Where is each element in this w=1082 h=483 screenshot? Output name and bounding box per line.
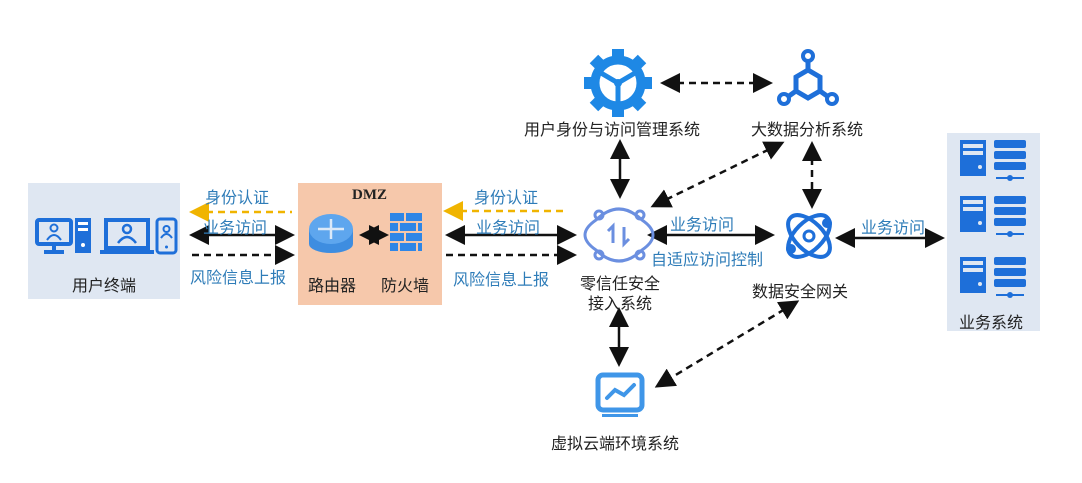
edge-label-zta-access: 业务访问 xyxy=(670,215,735,234)
phone-user-icon xyxy=(155,217,178,255)
iam-label: 用户身份与访问管理系统 xyxy=(524,120,701,139)
zero-trust-icon xyxy=(583,207,655,263)
server-group-3 xyxy=(960,257,1026,298)
server-group-2 xyxy=(960,196,1026,237)
edge-label-risk-left: 风险信息上报 xyxy=(190,268,287,287)
desktop-user-icon xyxy=(35,218,73,254)
edge-label-risk-mid: 风险信息上报 xyxy=(453,270,550,289)
router-label: 路由器 xyxy=(308,276,357,295)
server-group-1 xyxy=(960,140,1026,181)
gateway-cloud-line xyxy=(654,300,800,388)
gear-icon xyxy=(584,49,652,117)
edge-label-adaptive-control: 自适应访问控制 xyxy=(651,250,764,269)
cloud-label: 虚拟云端环境系统 xyxy=(551,434,680,453)
monitor-chart-icon xyxy=(595,372,645,417)
firewall-icon xyxy=(390,213,422,251)
zta-label-line1: 零信任安全 xyxy=(580,274,661,293)
pc-tower-icon xyxy=(75,218,91,253)
zta-label-line2: 接入系统 xyxy=(588,294,653,313)
router-icon xyxy=(309,214,353,253)
edge-label-auth-left: 身份认证 xyxy=(205,188,270,207)
laptop-user-icon xyxy=(100,218,154,254)
dmz-title: DMZ xyxy=(352,187,387,203)
bigdata-zta-line xyxy=(650,141,785,208)
business-label: 业务系统 xyxy=(959,313,1024,332)
data-gateway-icon xyxy=(786,213,832,259)
user-terminal-label: 用户终端 xyxy=(72,276,137,295)
edge-label-access-mid: 业务访问 xyxy=(476,218,541,237)
firewall-label: 防火墙 xyxy=(381,276,430,295)
edge-label-access-left: 业务访问 xyxy=(203,218,268,237)
gateway-label: 数据安全网关 xyxy=(752,282,849,301)
edge-label-business-access: 业务访问 xyxy=(861,218,926,237)
server-rack-icons xyxy=(960,140,1026,298)
edge-label-auth-mid: 身份认证 xyxy=(474,188,539,207)
bigdata-label: 大数据分析系统 xyxy=(751,120,864,139)
bigdata-network-icon xyxy=(777,49,839,106)
